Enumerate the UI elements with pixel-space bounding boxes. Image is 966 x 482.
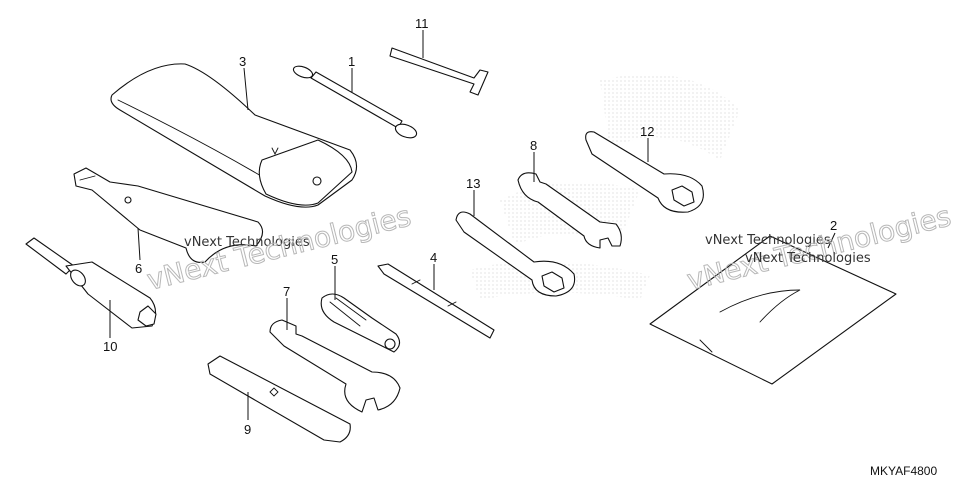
callout-8: 8 [530,138,537,153]
callout-11: 11 [415,16,429,31]
double-wrench-part [517,172,622,249]
callout-7: 7 [283,284,290,299]
tool-bag-part [110,63,358,208]
spanner-handle-part [73,167,264,263]
open-end-wrench-part [269,319,401,413]
callout-13: 13 [466,176,480,191]
callout-1: 1 [348,54,355,69]
screwdriver-handle-part [320,293,401,353]
callout-3: 3 [239,54,246,69]
watermark-center: vNext Technologies [745,251,871,266]
ring-wrench-2-part [455,211,576,297]
rod-part [292,65,418,139]
manual-sheet-part [649,235,897,385]
diagram-code: MKYAF4800 [870,464,937,478]
callout-6: 6 [135,261,142,276]
callout-10: 10 [103,339,117,354]
flat-tool-part [207,355,351,443]
callout-12: 12 [640,124,654,139]
callout-9: 9 [244,422,251,437]
box-spanner-part [25,237,157,329]
watermark-text-right: vNext Technologies [705,233,831,248]
callout-2: 2 [830,218,837,233]
ring-wrench-part [585,131,704,213]
hex-key-part [389,47,489,96]
leader-lines [109,30,836,420]
screwdriver-bit-part [377,263,495,339]
watermark-text-center: vNext Technologies [745,251,871,266]
watermark-text-left: vNext Technologies [184,235,310,250]
callout-4: 4 [430,250,437,265]
callout-5: 5 [331,252,338,267]
